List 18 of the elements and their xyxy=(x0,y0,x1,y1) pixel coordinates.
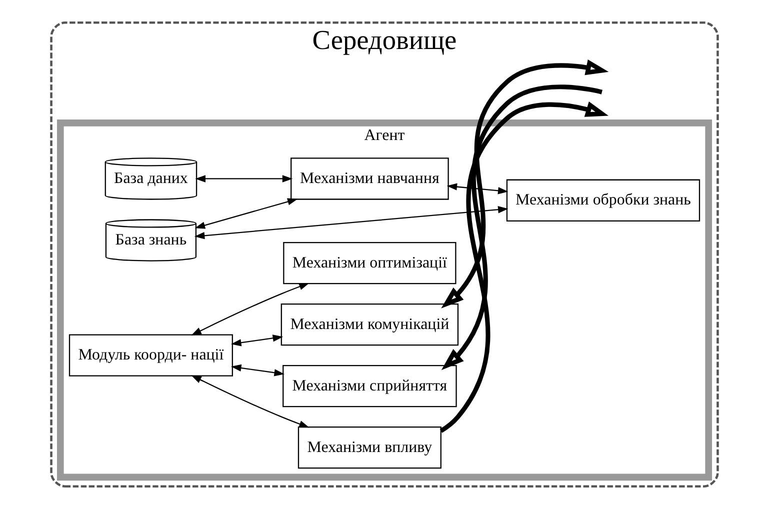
node-box: Механізми навчання xyxy=(290,157,449,200)
node-box: Механізми сприйняття xyxy=(282,364,457,407)
arrow xyxy=(231,364,285,376)
arrow xyxy=(441,58,609,308)
arrow xyxy=(231,334,284,346)
arrow xyxy=(194,206,508,239)
arrow xyxy=(191,374,310,428)
node-box: Механізми впливу xyxy=(298,426,442,468)
arrow xyxy=(440,101,608,432)
arrow xyxy=(441,84,602,370)
node-box: Механізми обробки знань xyxy=(506,178,700,221)
arrow xyxy=(195,174,293,182)
arrow xyxy=(191,282,310,335)
node-box: Модуль коорди- нації xyxy=(68,334,233,376)
node-box: Механізми оптимізації xyxy=(283,241,456,284)
arrow xyxy=(446,182,508,194)
arrow xyxy=(194,198,298,228)
node-box: Механізми комунікацій xyxy=(280,302,459,346)
